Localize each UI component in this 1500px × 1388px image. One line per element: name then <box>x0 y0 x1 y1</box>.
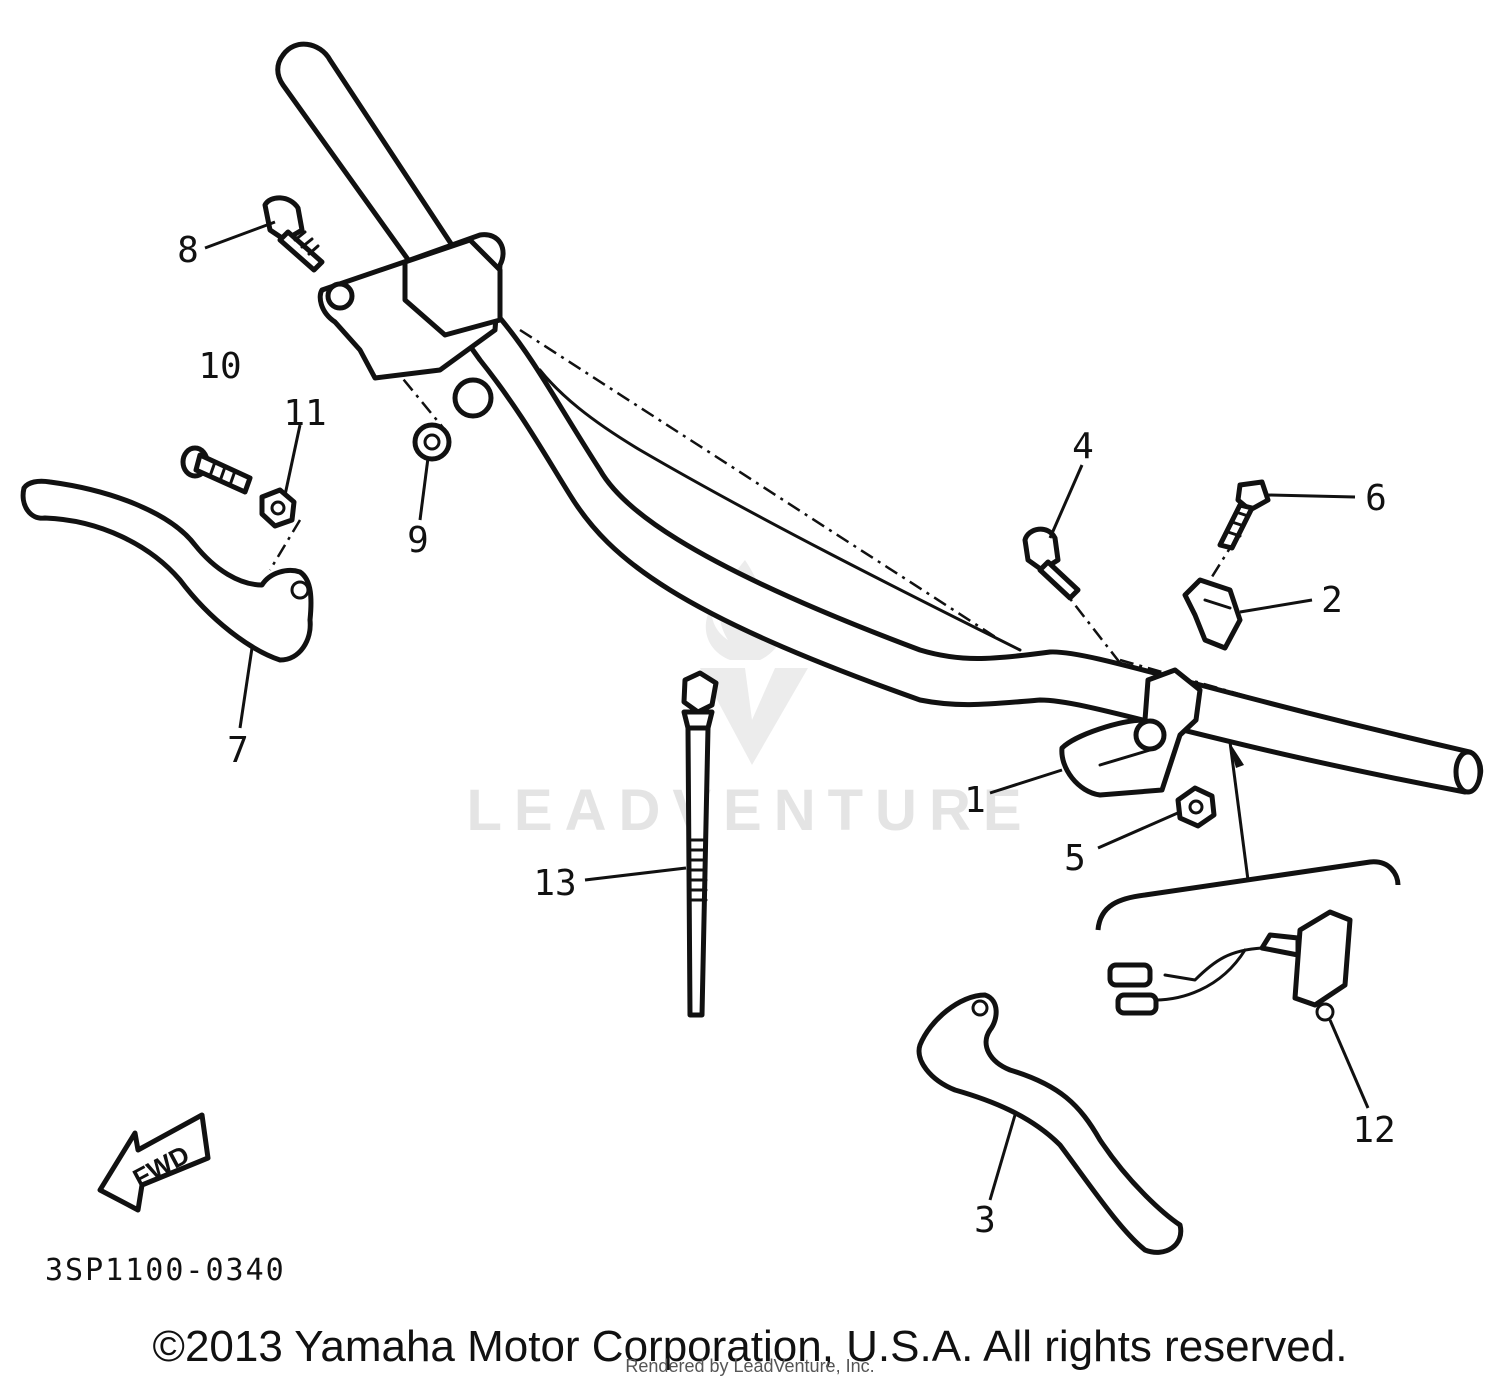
label-9: 9 <box>407 520 429 561</box>
label-1: 1 <box>964 780 986 821</box>
label-10: 10 <box>198 346 241 387</box>
lever-7 <box>20 478 314 663</box>
bolt-4 <box>1022 526 1081 601</box>
label-12: 12 <box>1352 1110 1395 1151</box>
label-8: 8 <box>177 230 199 271</box>
part-labels: 1 2 3 4 5 6 7 8 9 10 11 12 13 <box>177 230 1396 1241</box>
rendered-by-notice: Rendered by LeadVenture, Inc. <box>625 1356 875 1376</box>
label-4: 4 <box>1072 426 1094 467</box>
copyright-notice: ©2013 Yamaha Motor Corporation, U.S.A. A… <box>152 1322 1348 1371</box>
lever-holder-1 <box>1059 667 1203 798</box>
bolt-6 <box>1217 479 1271 551</box>
watermark-text: LEADVENTURE <box>466 778 1033 843</box>
label-6: 6 <box>1365 478 1387 519</box>
switch-12 <box>1107 909 1353 1022</box>
nut-5 <box>1175 785 1217 829</box>
bolt-10 <box>180 445 253 495</box>
diagram-code: 3SP1100-0340 <box>45 1253 286 1288</box>
handlebar <box>275 41 1484 795</box>
fwd-arrow-icon: FWD <box>97 1112 211 1213</box>
cable-tie-13 <box>681 670 719 1018</box>
bolt-8 <box>262 195 325 273</box>
clamp-2 <box>1182 577 1243 651</box>
watermark-v-icon <box>700 668 808 765</box>
label-3: 3 <box>974 1200 996 1241</box>
nut-9 <box>412 422 452 462</box>
master-cylinder <box>317 232 506 419</box>
watermark: LEADVENTURE <box>466 560 1033 843</box>
nut-11 <box>259 487 297 529</box>
lever-3 <box>916 992 1184 1255</box>
label-7: 7 <box>227 730 249 771</box>
label-11: 11 <box>283 393 326 434</box>
label-5: 5 <box>1064 838 1086 879</box>
label-13: 13 <box>533 863 576 904</box>
leader-lines <box>204 220 1370 1201</box>
detail-bracket <box>1095 740 1401 931</box>
label-2: 2 <box>1321 580 1343 621</box>
